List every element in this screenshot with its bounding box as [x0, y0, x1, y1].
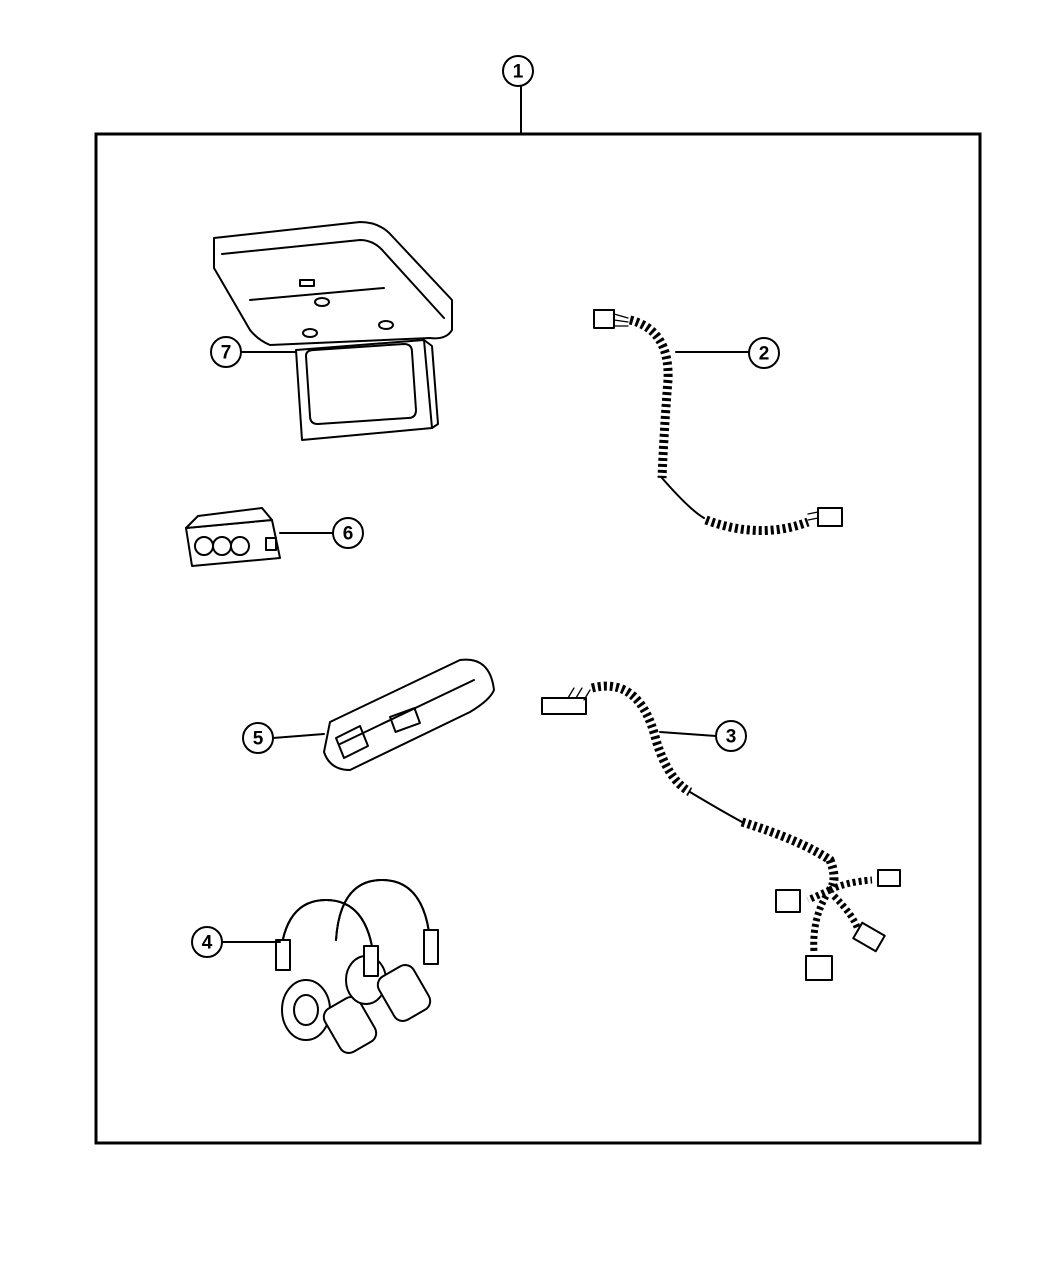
callout-3-label: 3 [726, 727, 737, 748]
callout-7-label: 7 [221, 343, 232, 364]
wire-harness-main-part [541, 681, 901, 981]
callout-1: 1 [502, 55, 534, 87]
callout-6: 6 [332, 517, 364, 549]
callout-2: 2 [748, 337, 780, 369]
callout-5: 5 [242, 722, 274, 754]
callout-7: 7 [210, 336, 242, 368]
callout-2-label: 2 [759, 344, 770, 365]
headphones-part [275, 879, 439, 1054]
callout-3: 3 [715, 720, 747, 752]
callout-4-label: 4 [202, 933, 213, 954]
callout-5-label: 5 [253, 729, 264, 750]
remote-control-part [323, 658, 495, 771]
wire-harness-short-part [593, 309, 843, 536]
callout-1-label: 1 [513, 62, 524, 83]
callout-4: 4 [191, 926, 223, 958]
kit-frame [94, 132, 982, 1145]
overhead-monitor-part [213, 221, 453, 441]
callout-6-label: 6 [343, 524, 354, 545]
switch-bank-part [185, 507, 281, 567]
